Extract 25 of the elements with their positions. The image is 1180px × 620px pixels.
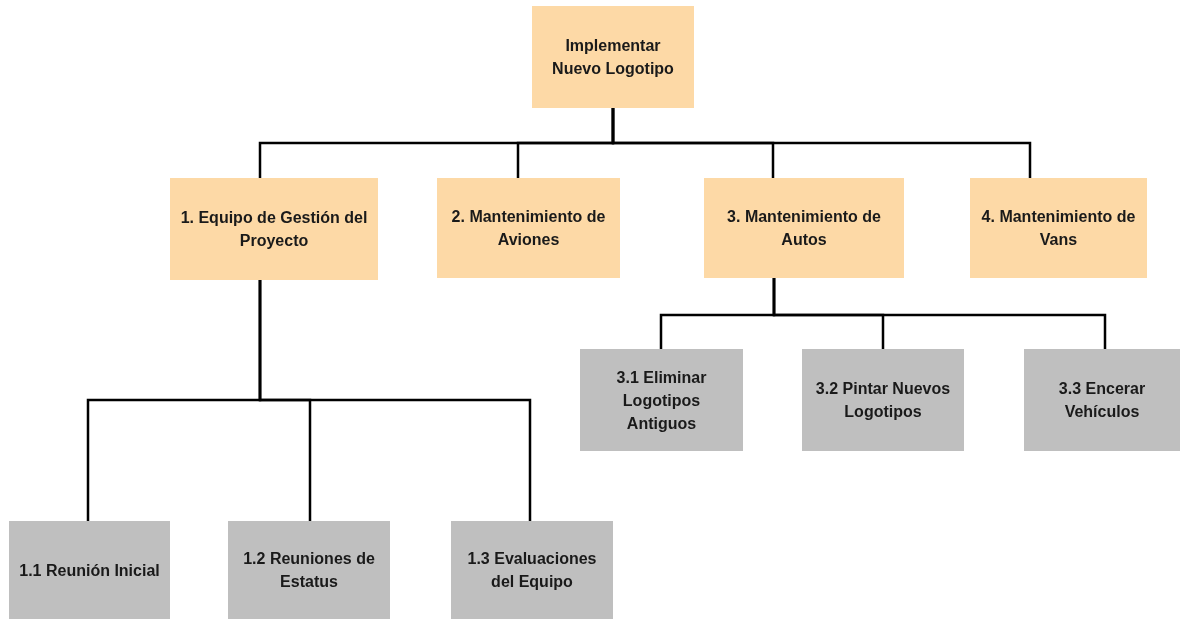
task-label: Implementar Nuevo Logotipo (551, 36, 675, 79)
task-box (580, 349, 743, 451)
task-box (170, 178, 378, 280)
task-label: 1.3 Evaluaciones del Equipo (466, 549, 598, 592)
task-box (228, 521, 390, 619)
task-label: 3. Mantenimiento de Autos (726, 207, 882, 250)
task-label: 3.3 Encerar Vehículos (1057, 379, 1147, 422)
task-label: 1. Equipo de Gestión del Proyecto (179, 208, 369, 251)
task-box (802, 349, 964, 451)
task-box (532, 6, 694, 108)
task-box (9, 521, 170, 619)
task-label: 1.2 Reuniones de Estatus (242, 549, 376, 592)
task-box (437, 178, 620, 278)
task-box (970, 178, 1147, 278)
task-label: 3.2 Pintar Nuevos Logotipos (814, 379, 952, 422)
connector-line (772, 278, 1107, 349)
task-box (704, 178, 904, 278)
task-label: 4. Mantenimiento de Vans (980, 207, 1137, 250)
task-label: 2. Mantenimiento de Aviones (450, 207, 607, 250)
task-box (1024, 349, 1180, 451)
connector-line (611, 108, 1032, 178)
connector-line (258, 280, 532, 521)
task-label: 3.1 Eliminar Logotipos Antiguos (615, 367, 708, 434)
task-label: 1.1 Reunión Inicial (19, 560, 160, 581)
task-box (451, 521, 613, 619)
